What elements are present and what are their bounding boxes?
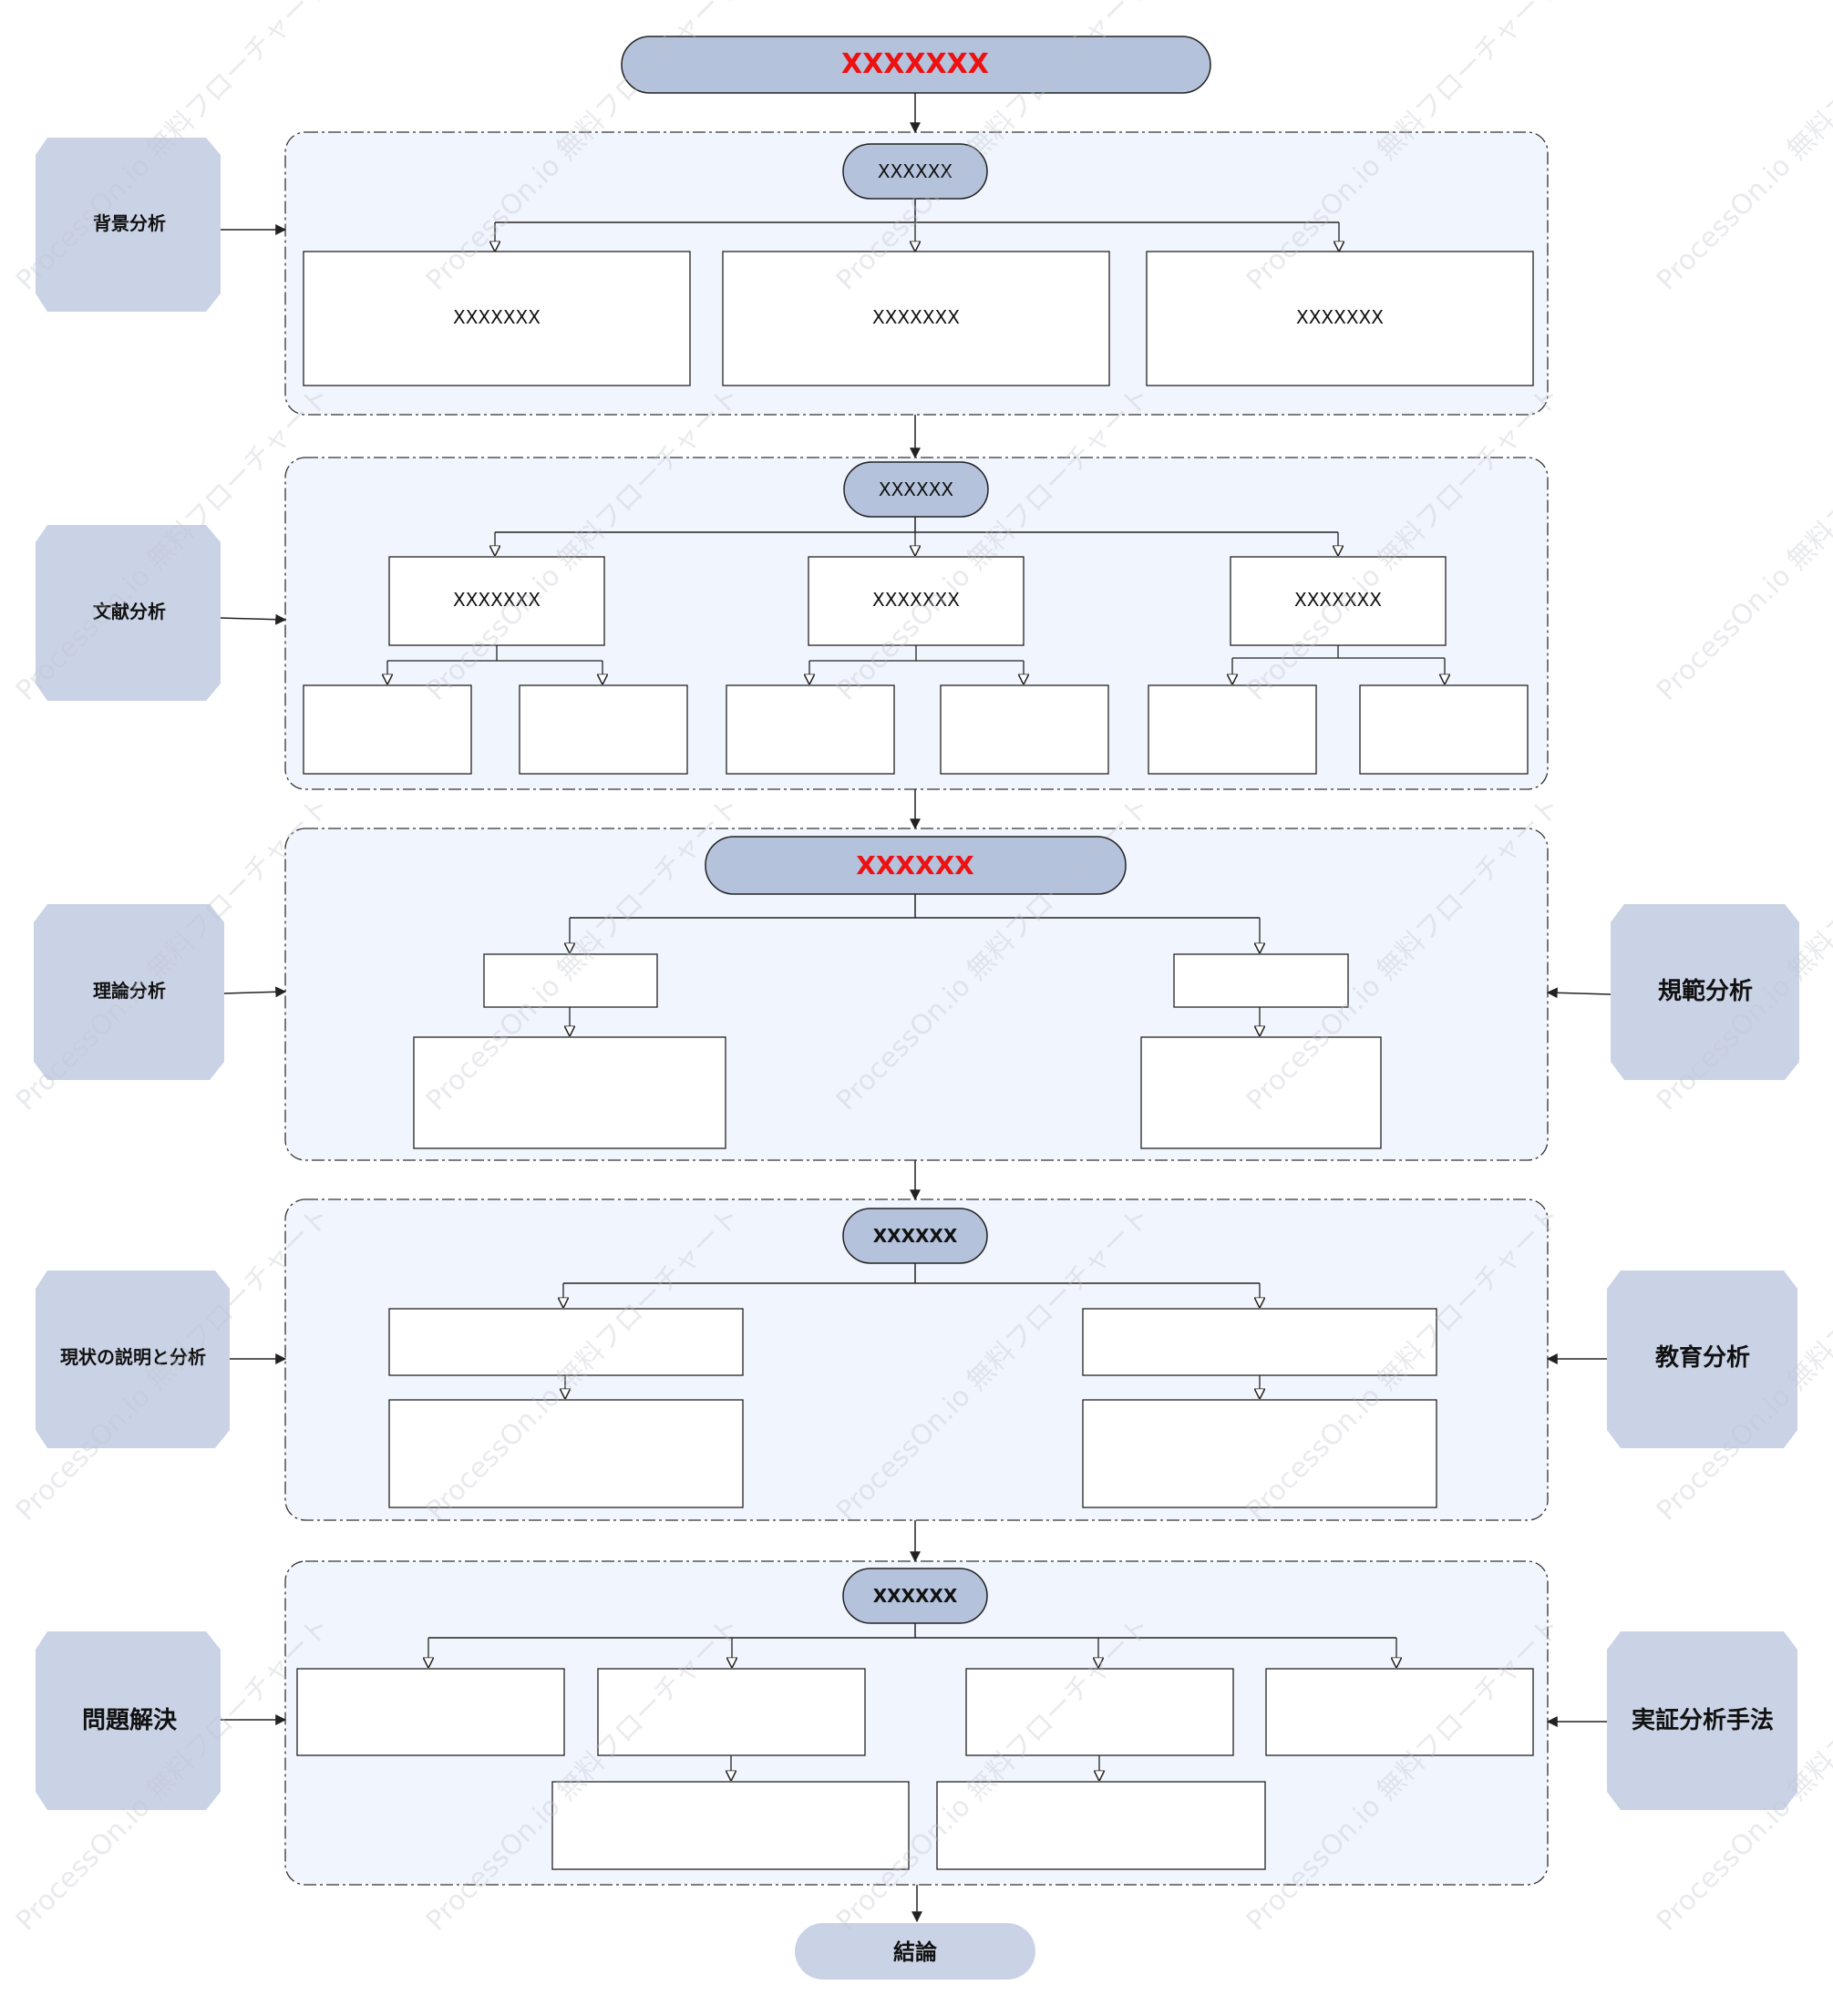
section-2-group: XXXXXX XXXXXXX XXXXXXX XXXXXXX bbox=[284, 457, 1549, 790]
s1-box-3-text: XXXXXXX bbox=[1296, 306, 1384, 328]
side-left-5-text: 問題解決 bbox=[82, 1707, 178, 1734]
side-right-4-text: 教育分析 bbox=[1655, 1343, 1750, 1372]
section-1-group: XXXXXX XXXXXXX XXXXXXX XXXXXXX bbox=[284, 131, 1549, 416]
s2-leaf-6[interactable] bbox=[1359, 684, 1529, 775]
s5-box-1[interactable] bbox=[296, 1668, 565, 1756]
s2-box-2-text: XXXXXXX bbox=[872, 589, 960, 611]
s4-box-left-bottom[interactable] bbox=[388, 1399, 744, 1508]
s2-leaf-4[interactable] bbox=[940, 684, 1109, 775]
side-right-3[interactable]: 規範分析 bbox=[1611, 904, 1799, 1080]
s2-box-3[interactable]: XXXXXXX bbox=[1230, 556, 1447, 646]
section-1-header[interactable]: XXXXXX bbox=[842, 143, 988, 200]
section-3-group: XXXXXX bbox=[284, 828, 1549, 1161]
title-node[interactable]: XXXXXXX bbox=[621, 36, 1211, 94]
side-left-1-text: 背景分析 bbox=[93, 212, 166, 234]
arrow-side-right-3 bbox=[1546, 987, 1612, 999]
s1-box-2[interactable]: XXXXXXX bbox=[722, 251, 1110, 386]
side-right-5-text: 実証分析手法 bbox=[1632, 1706, 1774, 1734]
s2-box-3-text: XXXXXXX bbox=[1294, 589, 1382, 611]
s2-box-1[interactable]: XXXXXXX bbox=[388, 556, 605, 646]
conclusion-text: 結論 bbox=[893, 1939, 938, 1965]
s5-box-2[interactable] bbox=[597, 1668, 866, 1756]
side-left-3-text: 理論分析 bbox=[93, 980, 166, 1002]
s5-box-3[interactable] bbox=[965, 1668, 1234, 1756]
s3-box-right-top[interactable] bbox=[1173, 953, 1349, 1008]
section-4-header[interactable]: XXXXXX bbox=[842, 1208, 988, 1264]
s3-box-left-bottom[interactable] bbox=[413, 1036, 726, 1149]
s2-box-2[interactable]: XXXXXXX bbox=[808, 556, 1025, 646]
s4-box-right-bottom[interactable] bbox=[1082, 1399, 1437, 1508]
s3-box-left-top[interactable] bbox=[483, 953, 658, 1008]
side-right-3-text: 規範分析 bbox=[1658, 977, 1753, 1005]
side-left-5[interactable]: 問題解決 bbox=[36, 1631, 221, 1810]
section-5-group: XXXXXX bbox=[284, 1560, 1549, 1886]
section-5-header-text: XXXXXX bbox=[873, 1585, 958, 1607]
arrow-side-left-2 bbox=[220, 613, 287, 625]
s1-box-3[interactable]: XXXXXXX bbox=[1146, 251, 1534, 386]
side-right-4[interactable]: 教育分析 bbox=[1607, 1270, 1797, 1448]
section-2-header-text: XXXXXX bbox=[879, 478, 954, 500]
section-5-header[interactable]: XXXXXX bbox=[842, 1568, 988, 1624]
section-3-header[interactable]: XXXXXX bbox=[705, 836, 1127, 895]
side-left-1[interactable]: 背景分析 bbox=[36, 138, 221, 312]
side-left-2-text: 文献分析 bbox=[93, 601, 166, 622]
s5-box-bottom-1[interactable] bbox=[551, 1781, 910, 1870]
s5-box-4[interactable] bbox=[1265, 1668, 1534, 1756]
section-3-header-text: XXXXXX bbox=[856, 850, 974, 880]
s1-box-1[interactable]: XXXXXXX bbox=[303, 251, 691, 386]
s5-box-bottom-2[interactable] bbox=[936, 1781, 1266, 1870]
s4-box-left-top[interactable] bbox=[388, 1308, 744, 1376]
title-text: XXXXXXX bbox=[841, 48, 989, 80]
section-1-header-text: XXXXXX bbox=[878, 160, 953, 182]
s2-box-1-text: XXXXXXX bbox=[453, 589, 541, 611]
s1-box-1-text: XXXXXXX bbox=[453, 306, 541, 328]
section-2-header[interactable]: XXXXXX bbox=[843, 461, 989, 518]
side-left-3[interactable]: 理論分析 bbox=[34, 904, 224, 1080]
section-4-header-text: XXXXXX bbox=[873, 1225, 958, 1247]
s2-leaf-2[interactable] bbox=[519, 684, 688, 775]
s4-box-right-top[interactable] bbox=[1082, 1308, 1437, 1376]
side-left-2[interactable]: 文献分析 bbox=[36, 525, 221, 701]
s2-leaf-5[interactable] bbox=[1148, 684, 1317, 775]
s3-box-right-bottom[interactable] bbox=[1140, 1036, 1382, 1149]
s2-leaf-1[interactable] bbox=[303, 684, 472, 775]
arrow-side-left-3 bbox=[223, 986, 287, 998]
side-right-5[interactable]: 実証分析手法 bbox=[1607, 1631, 1797, 1810]
section-4-group: XXXXXX bbox=[284, 1198, 1549, 1521]
conclusion-node[interactable]: 結論 bbox=[795, 1923, 1035, 1980]
side-left-4[interactable]: 現状の説明と分析 bbox=[36, 1270, 230, 1448]
s2-leaf-3[interactable] bbox=[726, 684, 895, 775]
side-left-4-text: 現状の説明と分析 bbox=[60, 1346, 206, 1368]
s1-box-2-text: XXXXXXX bbox=[872, 306, 960, 328]
